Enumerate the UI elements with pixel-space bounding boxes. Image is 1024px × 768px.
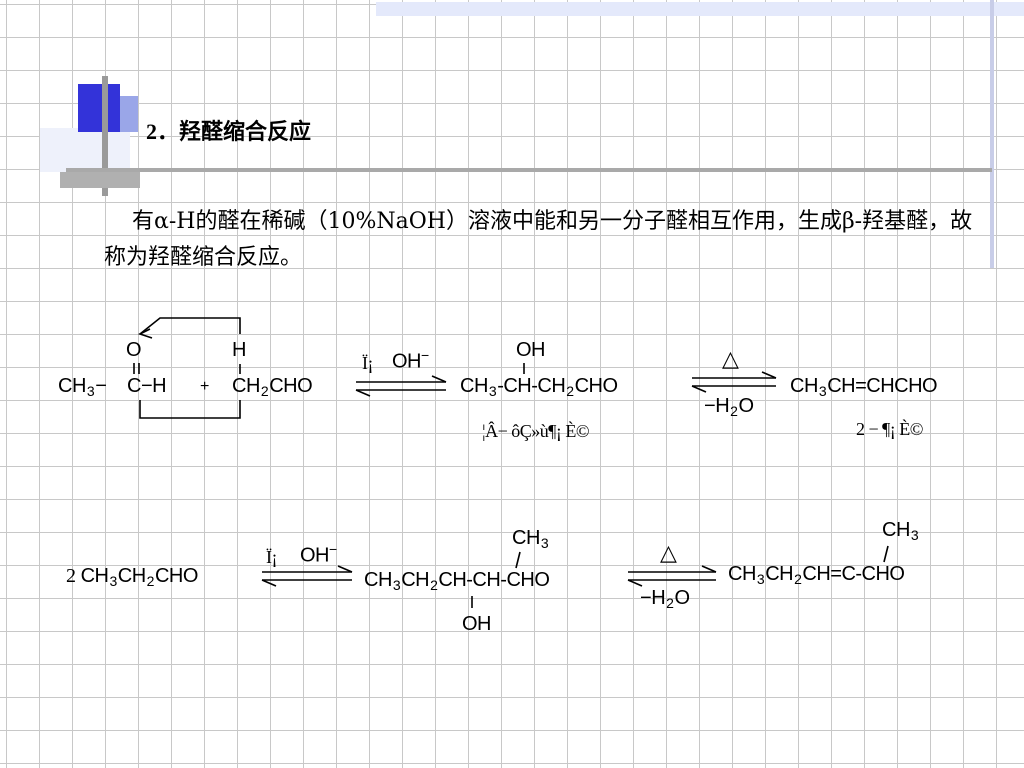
r1-carbonyl-carbon: C−H: [127, 375, 167, 397]
r2-aldol-product: CH3CH2CH-CH-CHO: [364, 569, 550, 593]
r2-heat-symbol: △: [660, 540, 677, 565]
r2-top-methyl: CH3: [512, 527, 549, 551]
r1-plus: +: [200, 378, 209, 395]
r1-final-name-garbled: 2 − ¶¡ È©: [856, 419, 923, 439]
slide-heading: 2．羟醛缩合反应: [146, 114, 311, 146]
right-decor-line: [990, 0, 994, 268]
r1-top-arrowhead: [137, 328, 153, 339]
r1-reactant2: CH2CHO: [232, 375, 313, 399]
r1-product-name-garbled: ¦Â− ôÇ»ù¶¡ È©: [482, 421, 590, 441]
r1-heat-symbol: △: [722, 346, 739, 371]
r1-final-product: CH3CH=CHCHO: [790, 375, 938, 399]
title-underline: [66, 168, 992, 172]
top-decor-band: [376, 2, 1024, 16]
r1-hydrogen: H: [232, 339, 246, 361]
corner-decor-grey-block: [60, 172, 140, 188]
r1-reactant1: CH3−: [58, 375, 107, 399]
r1-catalyst: OH−: [392, 347, 429, 373]
r2-catalyst: OH−: [300, 541, 337, 567]
r2-dehydration: −H2O: [640, 587, 690, 611]
description-paragraph: 有α-H的醛在稀碱（10%NaOH）溶液中能和另一分子醛相互作用，生成β-羟基醛…: [104, 204, 984, 276]
heading-number: 2．: [146, 119, 180, 144]
r1-product: CH3-CH-CH2CHO: [460, 375, 618, 399]
corner-decor-blue: [78, 84, 120, 132]
heading-title: 羟醛缩合反应: [179, 119, 312, 145]
r2-reactant: 2 CH3CH2CHO: [66, 565, 198, 589]
description-text: 有α-H的醛在稀碱（10%NaOH）溶液中能和另一分子醛相互作用，生成β-羟基醛…: [104, 209, 973, 270]
r1-arrow-label-garbled: Ï¡: [362, 353, 374, 373]
r1-dehydration: −H2O: [704, 395, 754, 419]
r2-bottom-oh: OH: [462, 613, 492, 635]
r2-final-product: CH3CH2CH=C-CHO: [728, 563, 905, 587]
r1-oxygen: O: [126, 339, 142, 361]
r2-arrow-label-garbled: Ï¡: [266, 547, 278, 567]
r1-top-curve-arrow: [139, 317, 241, 335]
r1-bottom-bracket: [139, 400, 241, 419]
corner-decor-blue-shade: [120, 96, 138, 132]
r2-final-top-methyl: CH3: [882, 519, 919, 543]
corner-decor-light: [40, 128, 130, 172]
r1-product-oh: OH: [516, 339, 546, 361]
corner-decor-grey-vertical: [102, 76, 108, 196]
